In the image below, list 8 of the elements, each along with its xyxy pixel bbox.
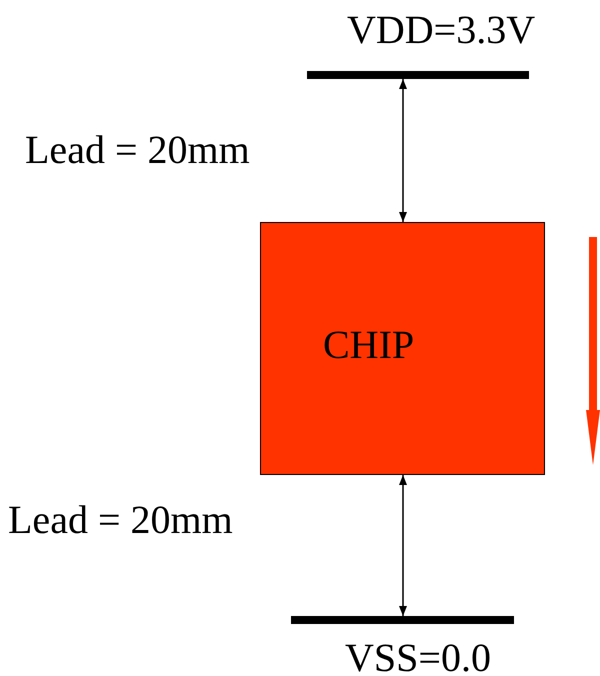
lead-length-label: Lead = 20mm xyxy=(25,130,250,170)
chip-box xyxy=(260,222,545,475)
chip-label: CHIP xyxy=(323,325,414,365)
lead-length-label: Lead = 20mm xyxy=(8,500,233,540)
double-arrow xyxy=(399,475,407,616)
voltage-label: VSS=0.0 xyxy=(345,638,491,676)
voltage-label: VDD=3.3V xyxy=(347,10,536,50)
double-arrow xyxy=(399,79,407,222)
